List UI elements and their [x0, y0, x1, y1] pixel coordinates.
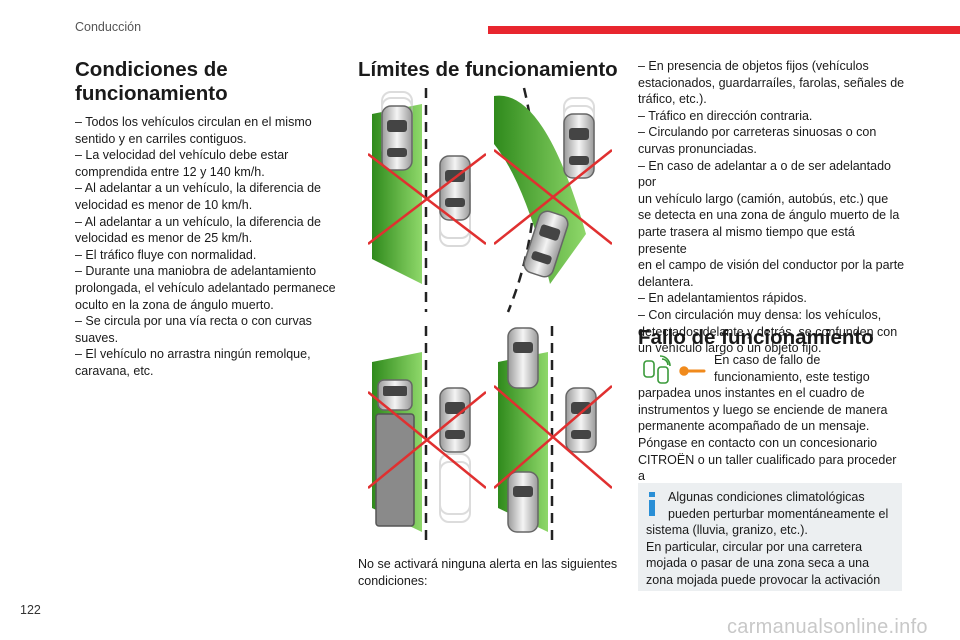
malfunction-title: Fallo de funcionamiento [638, 326, 874, 349]
blind-spot-warning-icon [643, 355, 706, 384]
illustration-long-vehicle [368, 326, 486, 546]
illustration-dense-traffic [494, 326, 612, 546]
ego-car-turning [523, 210, 569, 278]
trailing-car [507, 471, 539, 533]
illustration-curved-road [494, 87, 612, 313]
parked-car [439, 155, 471, 221]
red-cross-icon [494, 385, 612, 489]
ego-car [381, 105, 413, 171]
limits-caption: No se activará ninguna alerta en las sig… [358, 557, 618, 588]
limits-list: – En presencia de objetos fijos (vehícul… [638, 59, 905, 356]
info-icon [649, 492, 655, 516]
column-limits: Límites de funcionamiento [358, 58, 620, 82]
lead-car [507, 327, 539, 389]
red-cross-icon [494, 149, 612, 245]
info-rest: sistema (lluvia, granizo, etc.). En part… [646, 523, 881, 587]
malfunction-body: En caso de fallo de funcionamiento, este… [638, 352, 906, 501]
conditions-body: – Todos los vehículos circulan en el mis… [75, 115, 336, 378]
malfunction-line1: En caso de fallo de [714, 353, 821, 367]
info-line2: pueden perturbar momentáneamente el [668, 506, 889, 521]
header-accent-bar [488, 26, 960, 34]
watermark: carmanualsonline.info [727, 616, 928, 638]
header-section-label: Conducción [75, 20, 142, 34]
info-line1: Algunas condiciones climatológicas [668, 490, 865, 504]
column-conditions: Condiciones de funcionamiento – Todos lo… [75, 58, 337, 380]
conditions-title: Condiciones de funcionamiento [75, 58, 228, 105]
column-limits-continued: – En presencia de objetos fijos (vehícul… [638, 58, 906, 357]
red-cross-icon [368, 391, 486, 489]
wrench-icon [679, 366, 706, 376]
limits-title: Límites de funcionamiento [358, 58, 618, 81]
page-number: 122 [20, 603, 41, 617]
adjacent-car [439, 387, 471, 453]
illustration-parked-vehicles [368, 88, 486, 312]
malfunction-line2: funcionamiento, este testigo [714, 369, 870, 384]
malfunction-rest: parpadea unos instantes en el cuadro de … [638, 386, 897, 500]
info-note-box: Algunas condiciones climatológicas puede… [638, 483, 902, 591]
red-cross-icon [368, 153, 486, 245]
adjacent-car [565, 387, 597, 453]
adjacent-car [563, 113, 595, 179]
